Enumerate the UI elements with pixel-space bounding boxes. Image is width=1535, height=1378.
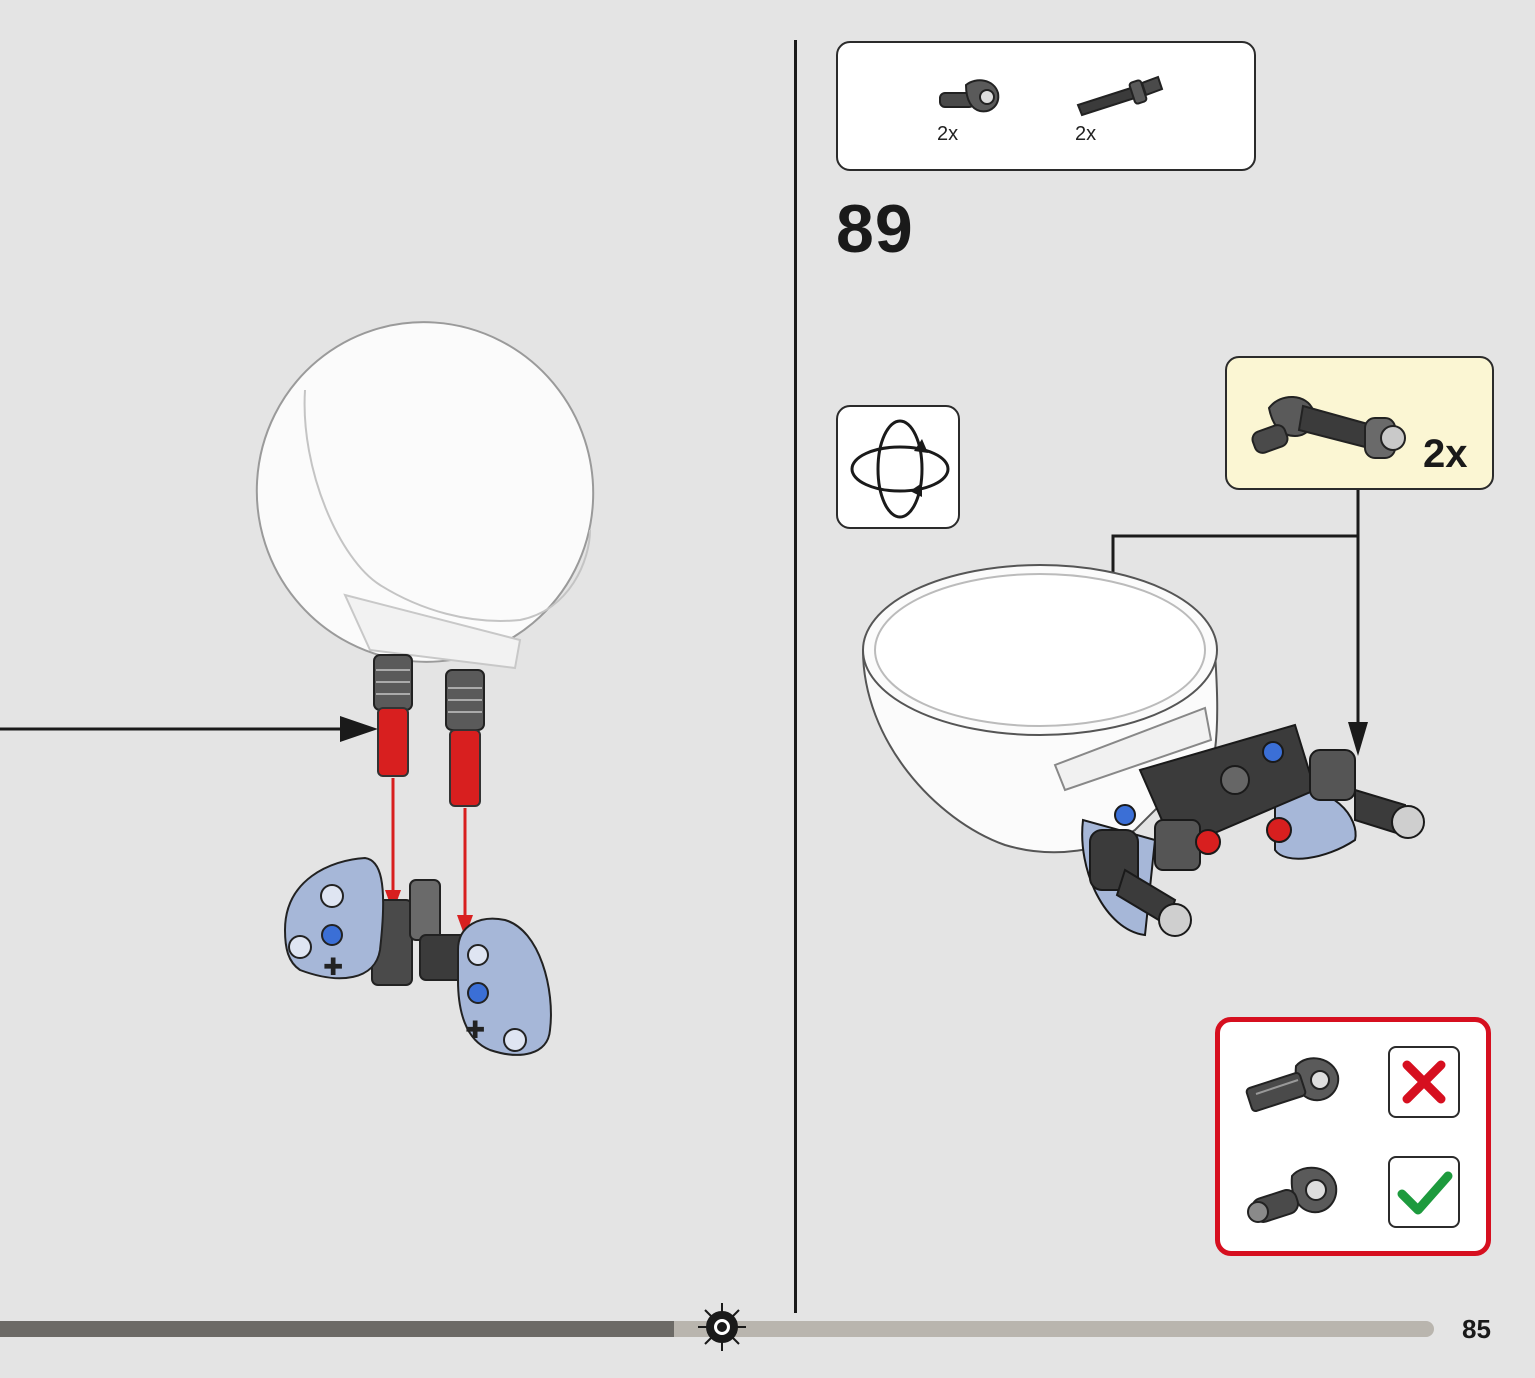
subassembly-quantity: 2x: [1423, 432, 1468, 476]
angle-connector-part-icon: [939, 79, 1000, 113]
technic-frame: [1081, 723, 1425, 937]
long-pin-part-icon: [1076, 75, 1164, 117]
pin-left-top: [373, 654, 413, 711]
dome-part: [255, 321, 595, 670]
correct-orientation-part-icon: [1247, 1166, 1338, 1223]
part-quantity: 2x: [1075, 123, 1097, 145]
part-quantity: 2x: [937, 123, 959, 145]
bowl-part: [861, 564, 1219, 854]
parts-list-box: 2x 2x: [836, 41, 1256, 171]
previous-step-illustration: ✚ ✚: [0, 321, 595, 1056]
wrong-orientation-part-icon: [1245, 1057, 1340, 1113]
lower-subassembly: ✚ ✚: [283, 856, 552, 1056]
build-progress-fill: [0, 1321, 674, 1337]
wrong-mark-box: [1388, 1046, 1460, 1118]
pin-right-top: [445, 669, 485, 731]
orientation-check-box: [1215, 1017, 1491, 1256]
red-pin-right: [449, 729, 481, 807]
page-number: 85: [1462, 1314, 1491, 1344]
rotate-model-icon: [850, 419, 950, 519]
subassembly-icon: [1251, 396, 1406, 459]
right-mark-box: [1388, 1156, 1460, 1228]
check-icon: [1397, 1171, 1453, 1215]
step-assembly-illustration: [861, 490, 1425, 937]
red-pin-left: [377, 707, 409, 777]
svg-text:✚: ✚: [323, 953, 343, 981]
cross-icon: [1402, 1060, 1446, 1104]
page-divider: [794, 40, 797, 1313]
gear-icon: [698, 1303, 746, 1351]
subassembly-callout: 2x: [1225, 356, 1494, 490]
rotate-model-box: [836, 405, 960, 529]
svg-text:✚: ✚: [465, 1016, 485, 1044]
step-number: 89: [836, 191, 914, 267]
